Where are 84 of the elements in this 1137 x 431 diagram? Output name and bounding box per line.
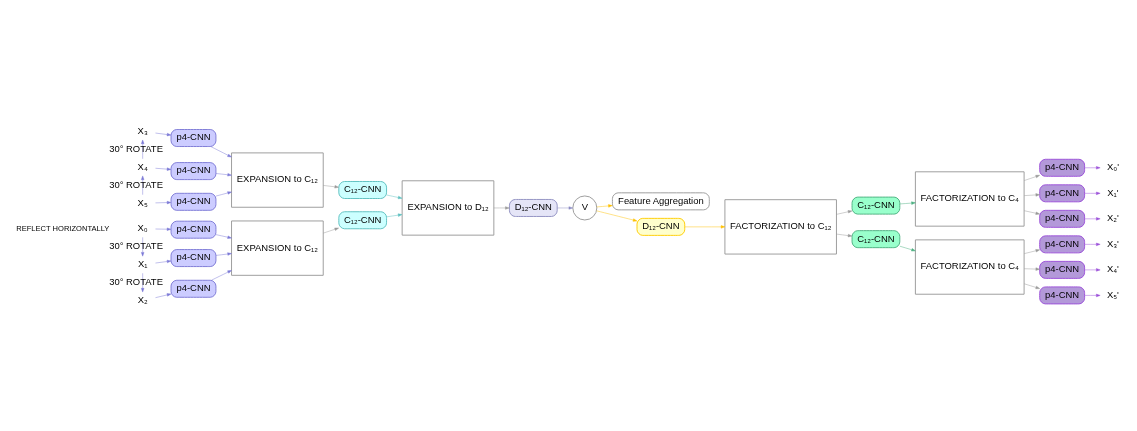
edge-label: 30° ROTATE xyxy=(109,239,163,251)
node-box: D₁₂-CNN xyxy=(636,217,686,236)
arrow xyxy=(155,259,172,263)
edge-label: 30° ROTATE xyxy=(109,178,163,190)
arrow xyxy=(596,210,638,222)
edge-label: 30° ROTATE xyxy=(109,142,163,154)
arrow xyxy=(141,236,145,256)
node-box: p4-CNN xyxy=(1039,260,1086,279)
node-box: p4-CNN xyxy=(170,279,217,298)
edge-label: 30° ROTATE xyxy=(109,275,163,287)
node-box: p4-CNN xyxy=(1039,183,1086,202)
arrow xyxy=(1023,192,1040,196)
node-box: FACTORIZATION to C₄ xyxy=(914,238,1025,295)
node-box: p4-CNN xyxy=(170,161,217,180)
arrow xyxy=(141,175,145,195)
arrow xyxy=(155,132,172,136)
node-box: p4-CNN xyxy=(1039,209,1086,228)
arrow xyxy=(1084,165,1101,169)
node-box: C₁₂-CNN xyxy=(338,180,388,199)
arrow xyxy=(155,167,172,171)
arrow xyxy=(141,272,145,292)
node-text: X₂ xyxy=(137,293,148,305)
arrow xyxy=(155,200,172,204)
arrow xyxy=(155,292,172,298)
arrow xyxy=(1023,248,1040,254)
node-text: X₂' xyxy=(1107,211,1119,223)
node-box: FACTORIZATION to C₄ xyxy=(914,170,1025,227)
node-text: X₃' xyxy=(1106,237,1119,249)
node-box: p4-CNN xyxy=(170,128,217,147)
node-text: X₄' xyxy=(1106,262,1119,274)
node-box: p4-CNN xyxy=(170,220,217,239)
node-text: X₃ xyxy=(137,124,148,136)
arrow xyxy=(493,205,510,210)
arrow xyxy=(215,251,232,256)
arrow xyxy=(836,209,853,215)
arrow xyxy=(836,233,853,237)
node-box: EXPANSION to C₁₂ xyxy=(231,151,324,208)
node-box: p4-CNN xyxy=(1039,234,1086,253)
node-box: p4-CNN xyxy=(1039,285,1086,304)
node-text: X₁' xyxy=(1107,186,1119,198)
label: REFLECT HORIZONTALLY xyxy=(16,223,110,233)
arrow xyxy=(210,145,232,157)
node-text: X₅' xyxy=(1107,288,1119,300)
arrow xyxy=(155,227,172,231)
node-box: Feature Aggregation xyxy=(611,191,710,210)
node-box: EXPANSION to D₁₂ xyxy=(401,179,495,236)
arrow xyxy=(215,190,232,196)
arrow xyxy=(1023,267,1040,271)
arrow xyxy=(1084,216,1101,220)
arrow xyxy=(1084,293,1101,297)
node-box: C₁₂-CNN xyxy=(338,210,388,229)
arrow xyxy=(899,245,916,251)
arrow xyxy=(684,224,726,228)
arrow xyxy=(211,269,232,280)
node-text: X₀' xyxy=(1106,160,1119,172)
arrow xyxy=(386,194,403,199)
arrow xyxy=(1023,283,1040,289)
arrow xyxy=(557,205,573,210)
arrow xyxy=(323,184,339,188)
arrow xyxy=(596,203,613,207)
node-box: EXPANSION to C₁₂ xyxy=(231,220,324,276)
node-box: p4-CNN xyxy=(170,192,217,211)
node-text: X₅ xyxy=(137,196,148,208)
arrow xyxy=(1023,174,1040,181)
node-text: X₄ xyxy=(137,160,148,172)
node-box: FACTORIZATION to C₁₂ xyxy=(724,198,837,255)
arrow xyxy=(386,213,403,217)
arrow xyxy=(141,139,145,159)
arrow xyxy=(1084,267,1101,271)
arrow xyxy=(323,227,339,233)
arrow xyxy=(1084,242,1101,246)
node-box: C₁₂-CNN xyxy=(851,196,901,215)
arrow xyxy=(1023,209,1040,215)
node-box: p4-CNN xyxy=(1039,158,1086,177)
arrow xyxy=(215,233,232,239)
node-text: X₁ xyxy=(137,257,148,269)
node-circle: V xyxy=(572,195,598,220)
node-box: p4-CNN xyxy=(170,248,217,267)
arrow xyxy=(1084,191,1101,195)
node-text: X₀ xyxy=(137,221,148,233)
node-box: C₁₂-CNN xyxy=(851,229,901,248)
arrow xyxy=(215,172,232,176)
node-box: D₁₂-CNN xyxy=(508,198,558,217)
arrow xyxy=(899,201,916,205)
